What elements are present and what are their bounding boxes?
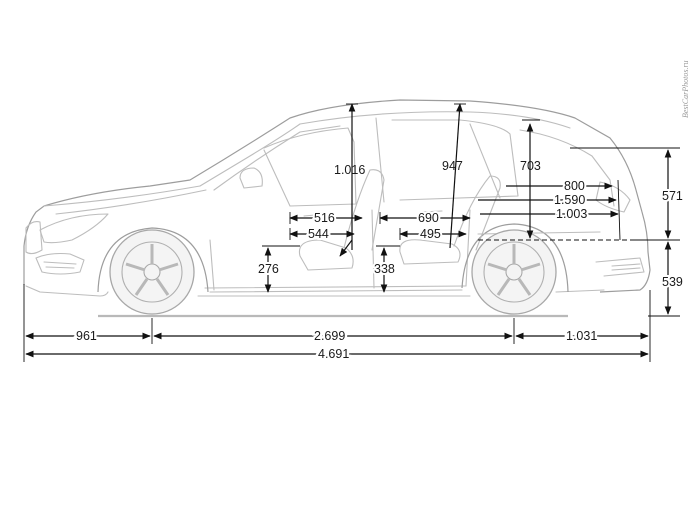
label-loading-sill-539: 539	[662, 275, 683, 289]
front-wheel	[109, 229, 195, 315]
car-outline	[23, 99, 651, 297]
label-rear-overhang: 1.031	[566, 329, 597, 343]
label-rear-legroom-495: 495	[420, 227, 441, 241]
label-cargo-1590: 1.590	[554, 193, 585, 207]
label-front-overhang: 961	[76, 329, 97, 343]
dimension-lines	[23, 103, 680, 362]
label-rear-seat-height: 338	[374, 262, 395, 276]
label-roof-cargo-703: 703	[520, 159, 541, 173]
label-cargo-1003: 1.003	[556, 207, 587, 221]
label-rear-legroom-690: 690	[418, 211, 439, 225]
label-wheelbase: 2.699	[314, 329, 345, 343]
label-rear-height-571: 571	[662, 189, 683, 203]
watermark-text: BestCarPhotos.ru	[681, 60, 690, 118]
label-front-seat-516: 516	[314, 211, 335, 225]
watermark: BestCarPhotos.ru	[681, 60, 690, 118]
label-headroom-rear: 947	[442, 159, 463, 173]
label-cargo-800: 800	[564, 179, 585, 193]
dimension-labels: 1.016 947 703 800 1.590 1.003 516 544 69…	[74, 159, 685, 364]
rear-wheel	[471, 229, 557, 315]
label-front-seat-height: 276	[258, 262, 279, 276]
label-front-seat-544: 544	[308, 227, 329, 241]
label-headroom-front: 1.016	[334, 163, 365, 177]
label-overall-length: 4.691	[318, 347, 349, 361]
